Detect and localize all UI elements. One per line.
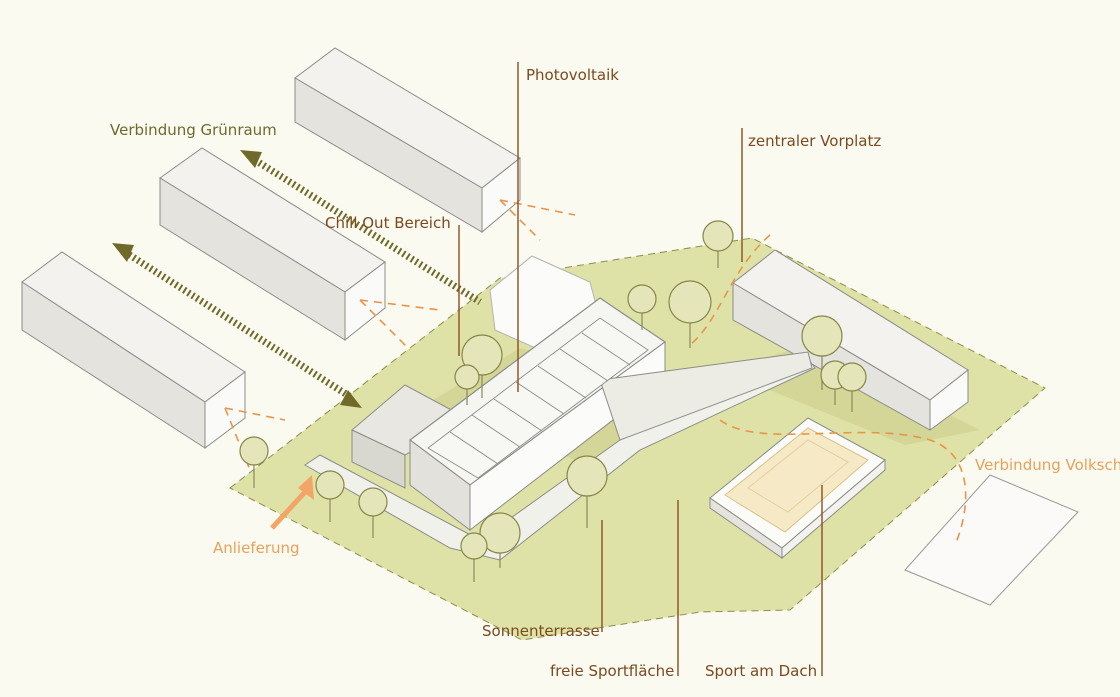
tree — [566, 455, 608, 528]
tree — [668, 280, 712, 348]
label-sonnenterrasse: Sonnenterrasse — [482, 622, 600, 640]
path-dashed — [224, 407, 251, 471]
label-freie-sportflaeche: freie Sportfläche — [550, 662, 674, 680]
tree — [315, 470, 345, 522]
tree — [837, 362, 867, 412]
tree — [702, 220, 734, 268]
path-dashed — [224, 407, 286, 421]
outline-building — [904, 474, 1079, 606]
tree — [239, 436, 269, 488]
tree — [627, 284, 657, 330]
tree — [479, 512, 521, 568]
neighbor-building-2 — [159, 147, 386, 342]
label-chill-out-bereich: Chill Out Bereich — [325, 214, 451, 232]
neighbor-building-right — [732, 249, 969, 431]
path-dashed — [689, 234, 771, 346]
delivery-arrow — [270, 475, 314, 530]
tree — [358, 487, 388, 538]
label-verbindung-volksschule: Verbindung Volksch — [975, 456, 1120, 474]
tree — [454, 364, 480, 405]
path-dashed — [499, 199, 576, 216]
label-verbindung-gruenraum: Verbindung Grünraum — [110, 121, 277, 139]
tree — [461, 334, 503, 398]
label-sport-am-dach: Sport am Dach — [705, 662, 817, 680]
green-connection-arrow — [240, 150, 482, 305]
photovoltaic-panels — [427, 317, 649, 479]
label-anlieferung: Anlieferung — [213, 539, 300, 557]
path-dashed — [499, 199, 541, 241]
neighbor-building-3 — [21, 251, 246, 449]
label-photovoltaik: Photovoltaik — [526, 66, 619, 84]
tree — [801, 315, 843, 390]
neighbor-building-1 — [294, 47, 521, 234]
rooftop-sport-court — [709, 417, 886, 560]
label-zentraler-vorplatz: zentraler Vorplatz — [748, 132, 881, 150]
path-dashed — [359, 299, 411, 351]
tree — [460, 532, 488, 582]
path-dashed — [719, 419, 967, 546]
green-connection-arrow — [112, 243, 362, 408]
